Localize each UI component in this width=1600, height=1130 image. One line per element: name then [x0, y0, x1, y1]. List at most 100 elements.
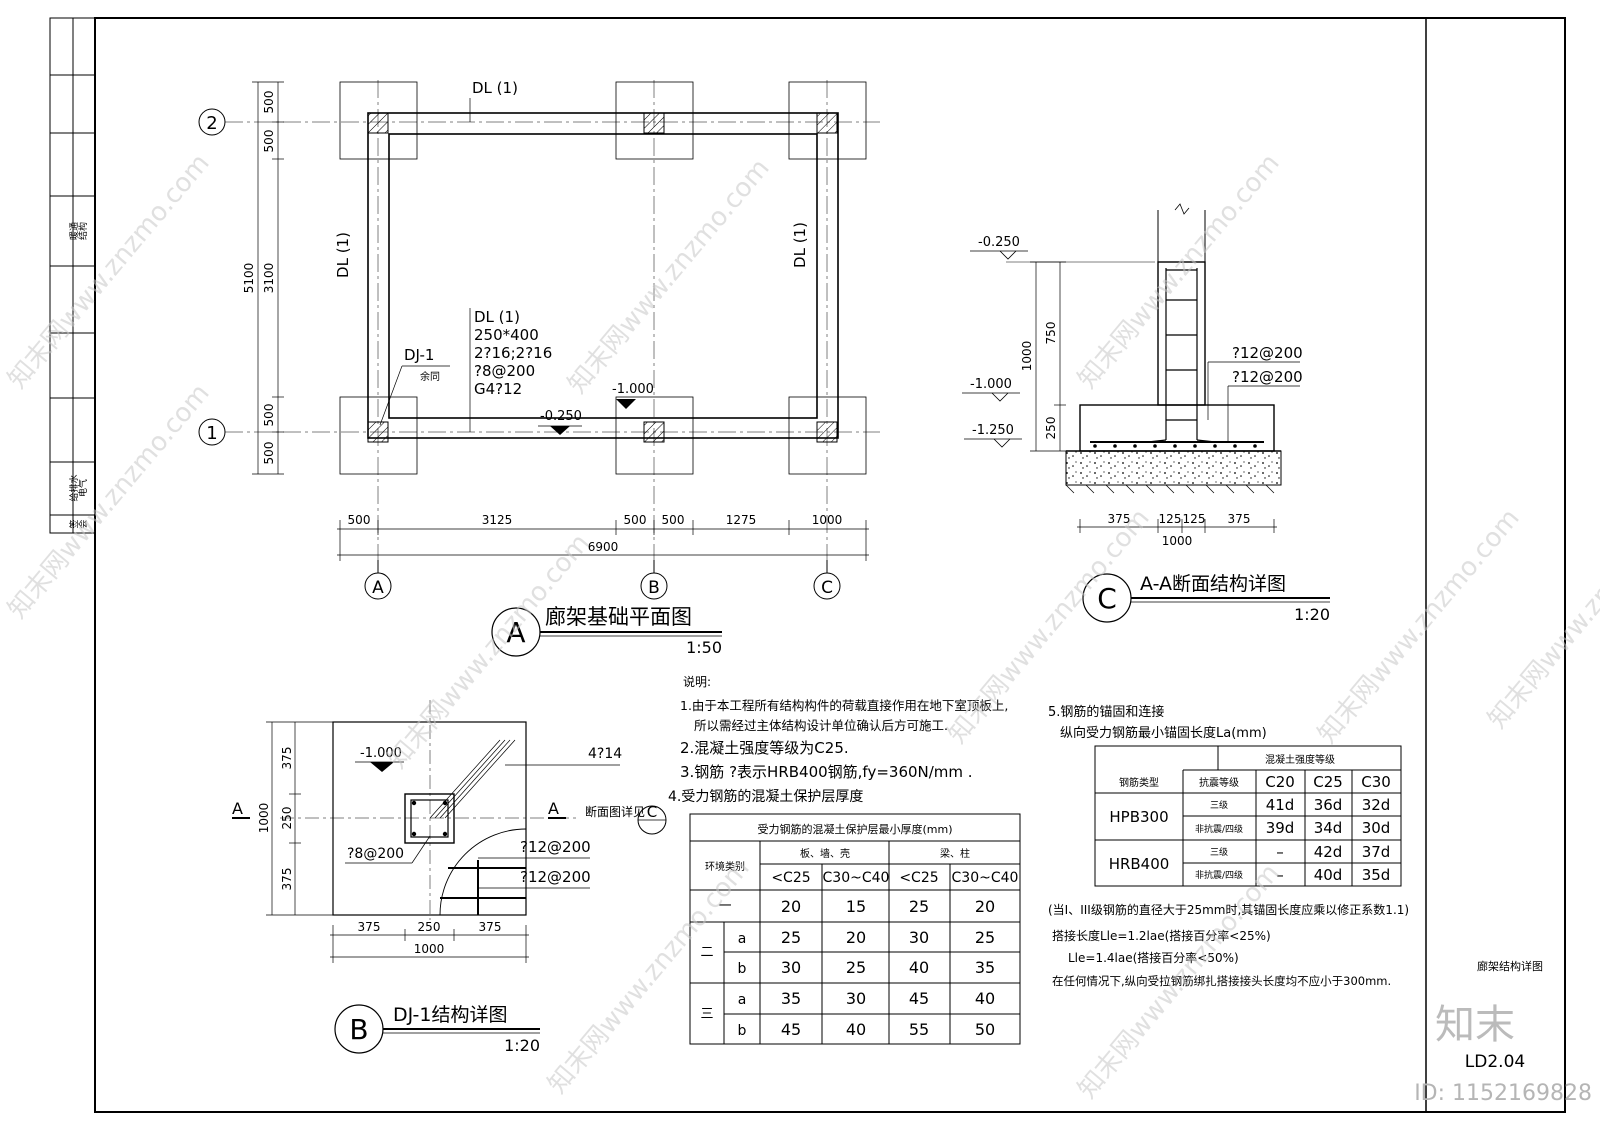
- elev-label: -0.250: [978, 235, 1020, 250]
- dim: 375: [280, 747, 294, 770]
- rebar-label: ?12@200: [520, 868, 591, 886]
- table-cell: 15: [846, 897, 866, 916]
- elev-marker: [550, 426, 570, 435]
- table-cell: 30d: [1362, 819, 1391, 837]
- note-line: 2.混凝土强度等级为C25.: [680, 739, 849, 757]
- section-mark: A: [232, 799, 243, 818]
- table-header: 梁、柱: [940, 847, 970, 860]
- table-title: 受力钢筋的混凝土保护层最小厚度(mm): [757, 822, 952, 836]
- rebar-label: 4?14: [588, 746, 622, 762]
- dim: 125: [1183, 512, 1206, 526]
- table-header: 环境类别: [705, 860, 745, 873]
- table-cell: 40: [909, 958, 929, 977]
- note-line: 4.受力钢筋的混凝土保护层厚度: [668, 788, 863, 805]
- footing-detail: -1.000 4?14 ?8@200 ?12@200 ?12@200 A A 断…: [232, 700, 667, 1055]
- dim: 500: [262, 130, 276, 153]
- dim: 500: [662, 513, 685, 527]
- id-text: ID: 1152169828: [1414, 1081, 1592, 1106]
- dim-total: 1000: [1162, 534, 1193, 548]
- table-cell: 40d: [1314, 866, 1343, 884]
- note-line: 5.钢筋的锚固和连接: [1048, 704, 1164, 720]
- table-cell: HPB300: [1109, 808, 1168, 826]
- view-scale: 1:20: [504, 1036, 540, 1055]
- dim: 250: [418, 920, 441, 934]
- table-cell: 25: [846, 958, 866, 977]
- anchor-table: 混凝土强度等级 钢筋类型 抗震等级 C20 C25 C30 HPB300 三级 …: [1094, 745, 1402, 887]
- title-letter: A: [506, 616, 525, 649]
- section-ref: 断面图详见: [585, 804, 645, 819]
- table-cell: HRB400: [1109, 855, 1170, 873]
- dim-chain-left: [266, 721, 333, 916]
- svg-text:知末网www.znzmo.com: 知末网www.znzmo.com: [2, 148, 215, 394]
- note-line: 1.由于本工程所有结构构件的荷载直接作用在地下室顶板上,: [680, 698, 1008, 713]
- beam-label: DL (1): [791, 222, 809, 268]
- elev-label: -1.000: [360, 746, 402, 761]
- table-cell: 34d: [1314, 819, 1343, 837]
- dim: 500: [262, 91, 276, 114]
- section-rebar: [1090, 268, 1264, 443]
- dim-total: 1000: [1020, 341, 1034, 372]
- beam-label: DL (1): [334, 232, 352, 278]
- table-subheader: C30~C40: [823, 870, 890, 886]
- rebar-label: ?12@200: [1232, 344, 1303, 362]
- strip-discipline: 给排水: [68, 474, 80, 501]
- svg-text:?8@200: ?8@200: [474, 362, 535, 380]
- table-cell: 55: [909, 1020, 929, 1039]
- view-title: DJ-1结构详图: [393, 1004, 508, 1026]
- view-scale: 1:20: [1294, 605, 1330, 624]
- table-cell: 45: [781, 1020, 801, 1039]
- axis-label: B: [648, 578, 660, 598]
- dim: 500: [624, 513, 647, 527]
- axis-label: C: [821, 578, 833, 598]
- dim-chain-left: [252, 81, 284, 475]
- footing-label: DJ-1: [404, 346, 434, 364]
- beam-label: DL (1): [472, 79, 518, 97]
- dim: 375: [1228, 512, 1251, 526]
- strip-sign: 会: [77, 519, 89, 528]
- dim: 375: [1108, 512, 1131, 526]
- table-cell: 非抗震/四级: [1195, 823, 1243, 835]
- table-cell: 三: [700, 1007, 713, 1022]
- note-line: 所以需经过主体结构设计单位确认后方可施工.: [694, 718, 948, 733]
- logo: 知末: [1435, 1002, 1515, 1048]
- svg-text:DL (1): DL (1): [474, 308, 520, 326]
- view-title: 廊架基础平面图: [545, 605, 692, 629]
- table-cell: 35: [975, 958, 995, 977]
- section-detail: -0.250 -1.000 -1.250 750 250 1000 ?12@20…: [962, 203, 1330, 624]
- pier: [1157, 261, 1206, 406]
- dim: 375: [280, 868, 294, 891]
- view-title: A-A断面结构详图: [1140, 573, 1286, 595]
- table-cell: 41d: [1266, 796, 1295, 814]
- note-line: 纵向受力钢筋最小锚固长度La(mm): [1060, 725, 1267, 741]
- table-cell: 30: [909, 928, 929, 947]
- table-header: 钢筋类型: [1119, 776, 1159, 789]
- table-cell: 39d: [1266, 819, 1295, 837]
- ground-beams: [367, 112, 839, 439]
- dim: 125: [1159, 512, 1182, 526]
- dim: 500: [262, 442, 276, 465]
- section-mark: A: [548, 799, 559, 818]
- dim-chain-vertical: [1030, 261, 1066, 452]
- table-cell: 36d: [1314, 796, 1343, 814]
- table-cell: –: [1276, 843, 1284, 861]
- table-cell: 32d: [1362, 796, 1391, 814]
- title-column: 廊架结构详图 知末 LD2.04 ID: 1152169828: [1414, 959, 1592, 1106]
- columns: [367, 112, 838, 443]
- table-cell: b: [738, 961, 747, 977]
- table-cell: 25: [909, 897, 929, 916]
- section-ref-letter: C: [647, 803, 657, 821]
- table-cell: 25: [781, 928, 801, 947]
- strip-discipline: 结构: [77, 222, 89, 240]
- table-cell: 35d: [1362, 866, 1391, 884]
- dim-total: 1000: [257, 803, 271, 834]
- dim: 750: [1044, 322, 1058, 345]
- dim-total: 5100: [242, 263, 256, 294]
- table-header: 板、墙、壳: [800, 847, 850, 860]
- dim: 1000: [812, 513, 843, 527]
- table-cell: 42d: [1314, 843, 1343, 861]
- svg-text:250*400: 250*400: [474, 326, 539, 344]
- note-line: Lle=1.4lae(搭接百分率<50%): [1068, 950, 1239, 965]
- dim: 3125: [482, 513, 513, 527]
- rebar-label: ?8@200: [347, 846, 404, 862]
- title-letter: C: [1097, 582, 1117, 615]
